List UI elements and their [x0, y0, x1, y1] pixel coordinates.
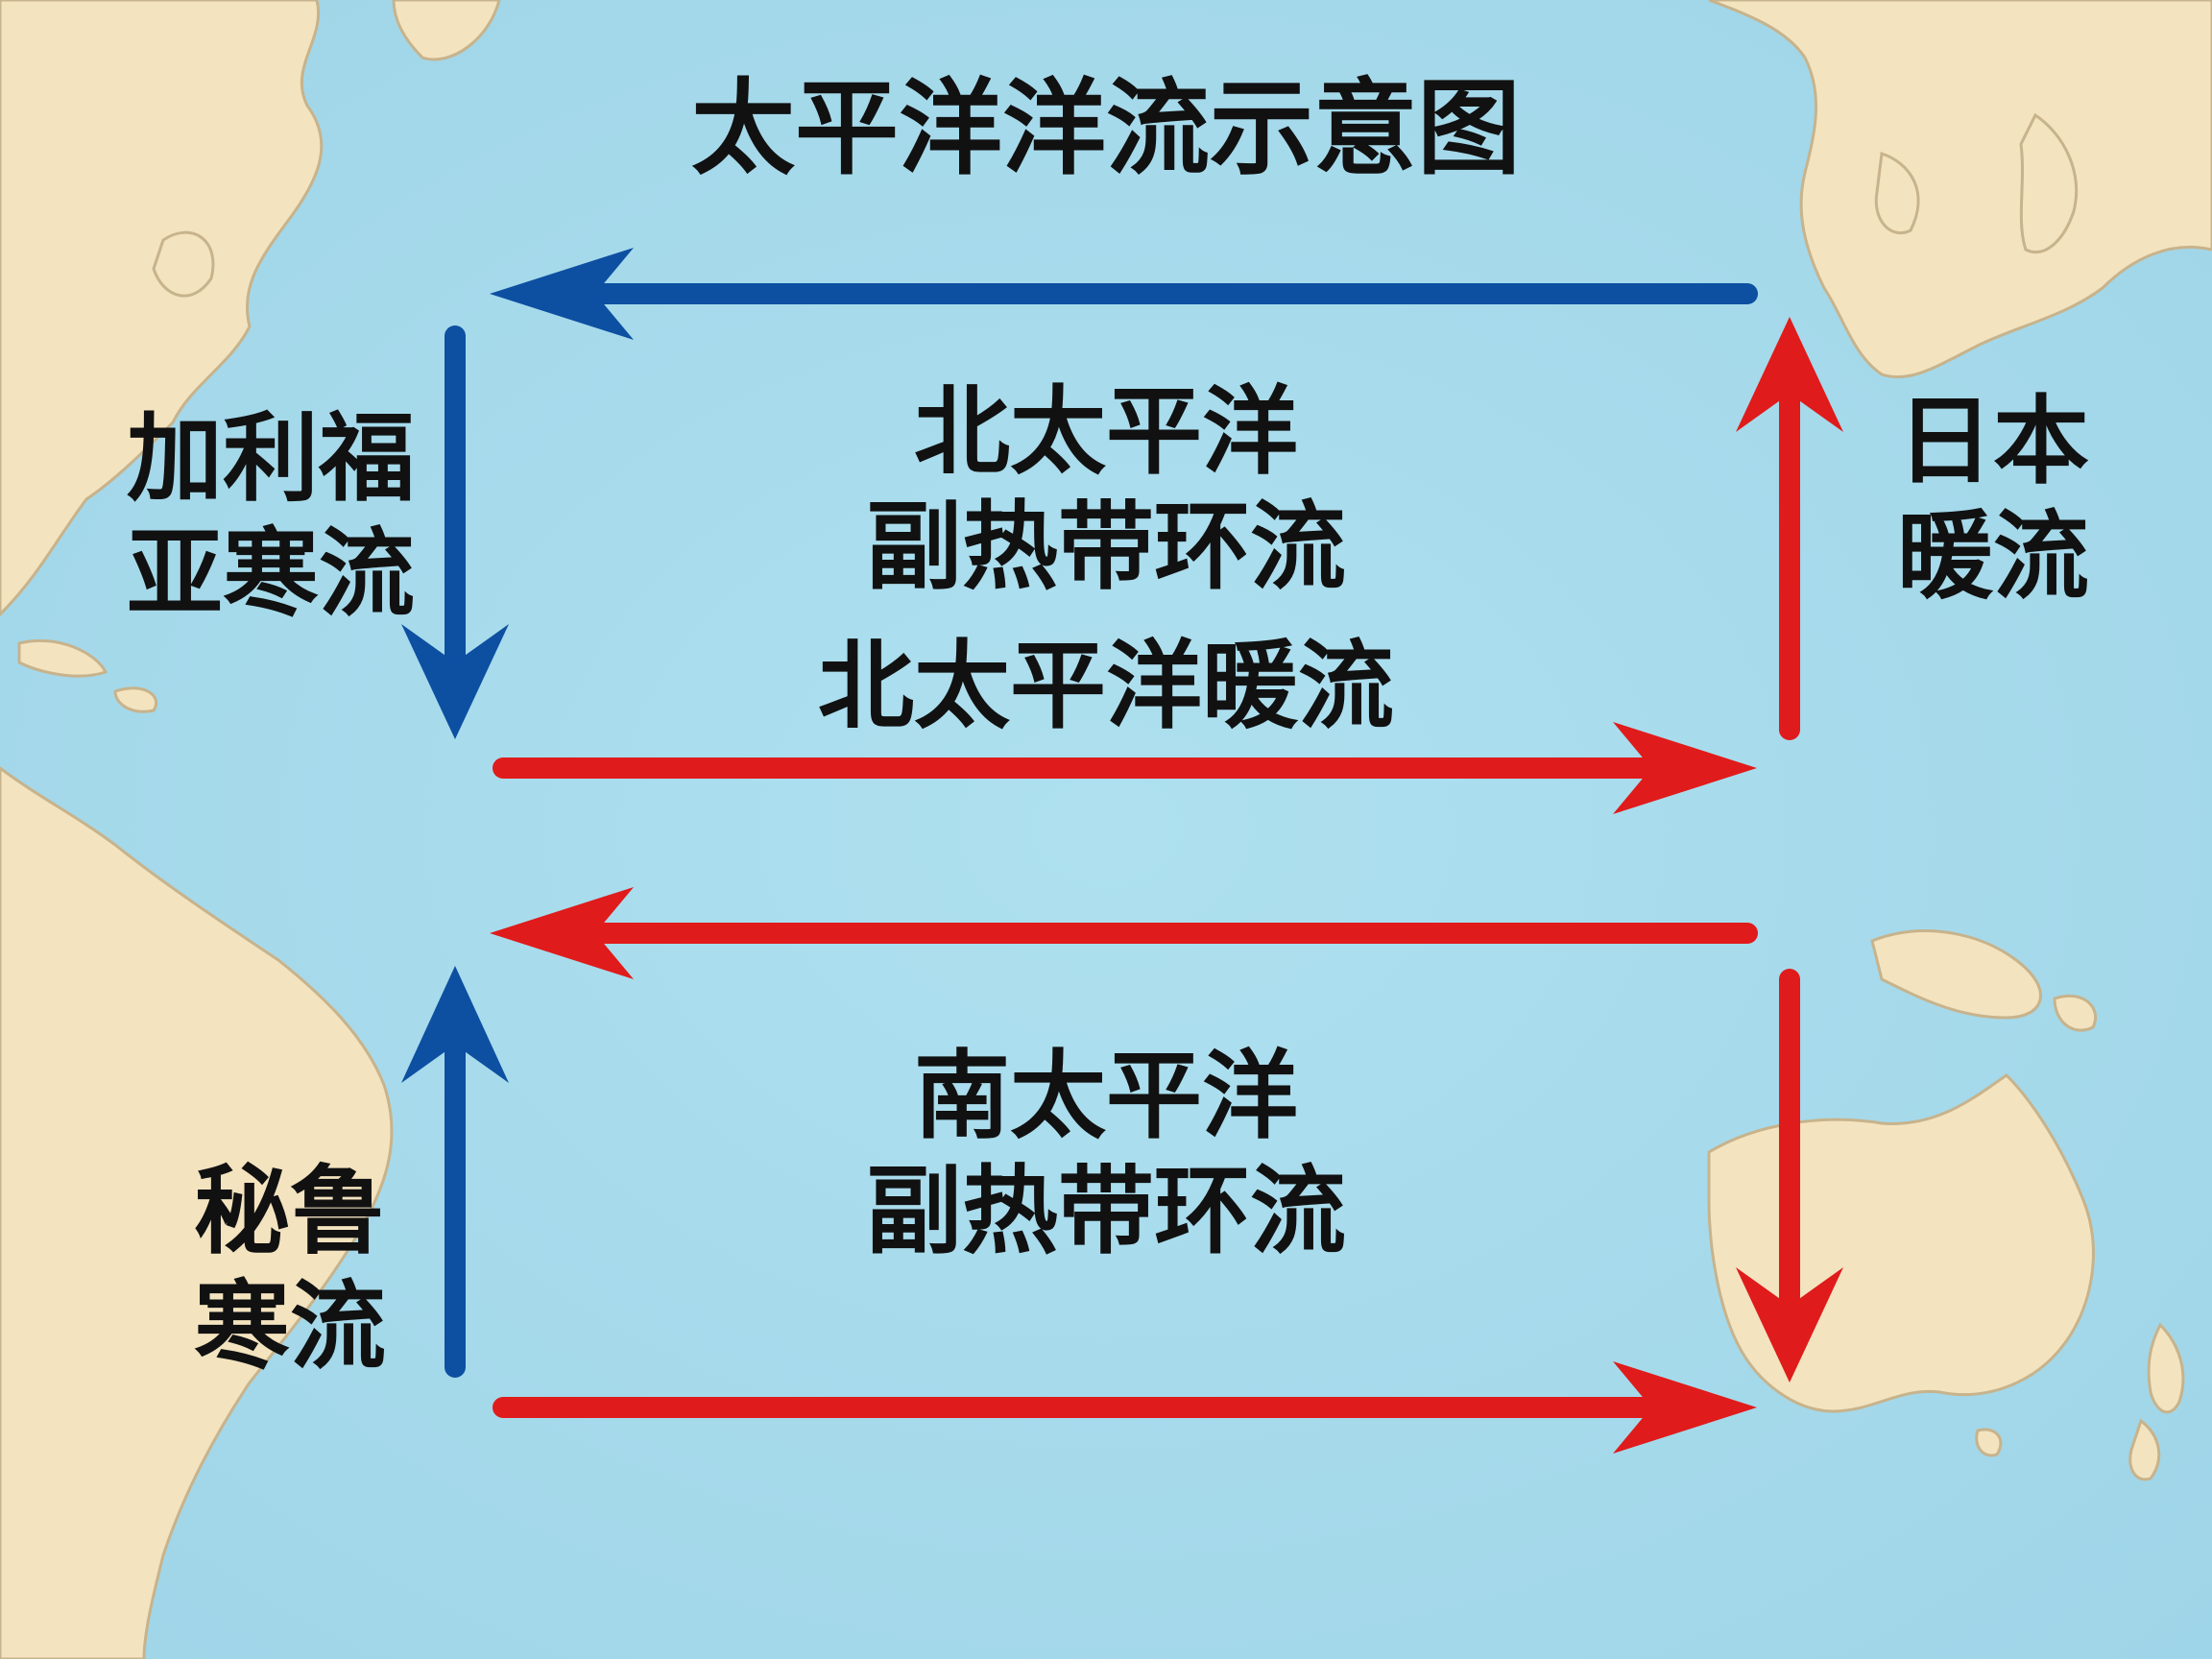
land-japan	[2019, 112, 2079, 254]
current-peru-head	[401, 966, 509, 1083]
california-current-label: 加利福 亚寒流	[127, 401, 415, 632]
land-caribbean	[17, 638, 108, 678]
map-title: 太平洋洋流示意图	[690, 69, 1521, 189]
south-gyre-label: 南太平洋 副热带环流	[808, 1039, 1404, 1269]
peru-current-label: 秘鲁 寒流	[194, 1154, 386, 1384]
land-new-guinea	[1870, 929, 2042, 1020]
land-new-zealand-2	[2128, 1418, 2161, 1481]
north-pacific-current-label: 北太平洋暖流	[818, 630, 1394, 742]
land-tasmania	[1975, 1428, 2003, 1457]
kuroshio-line-1: 日本	[1897, 385, 2089, 497]
peru-line-1: 秘鲁	[194, 1155, 386, 1267]
kuroshio-current-label: 日本 暖流	[1897, 384, 2089, 614]
current-north-arm-head	[490, 248, 634, 340]
land-caribbean-2	[113, 686, 157, 713]
current-north-pacific-head	[1613, 722, 1757, 814]
land-south-america	[0, 766, 394, 1659]
current-california-head	[401, 624, 509, 739]
land-alaska-islands	[152, 230, 215, 298]
current-kuroshio-head	[1736, 317, 1843, 432]
south-gyre-line-2: 副热带环流	[866, 1155, 1346, 1267]
current-arrows	[401, 248, 1843, 1454]
california-line-1: 加利福	[127, 402, 415, 515]
land-asia	[1708, 0, 2212, 379]
land-north-america	[0, 0, 324, 617]
current-east-australia-head	[1736, 1267, 1843, 1382]
south-gyre-line-1: 南太平洋	[914, 1040, 1298, 1152]
land-indonesia	[2053, 994, 2098, 1032]
north-gyre-line-1: 北太平洋	[914, 375, 1298, 488]
land-greenland-hint	[392, 0, 501, 61]
land-kamchatka	[1874, 151, 1920, 235]
california-line-2: 亚寒流	[127, 517, 415, 630]
north-gyre-label: 北太平洋 副热带环流	[808, 374, 1404, 605]
north-gyre-line-2: 副热带环流	[866, 491, 1346, 603]
kuroshio-line-2: 暖流	[1897, 500, 2089, 613]
current-south-arm-head	[1613, 1361, 1757, 1454]
peru-line-2: 寒流	[194, 1270, 386, 1382]
current-south-equatorial-head	[490, 887, 634, 979]
land-new-zealand	[2147, 1322, 2185, 1414]
